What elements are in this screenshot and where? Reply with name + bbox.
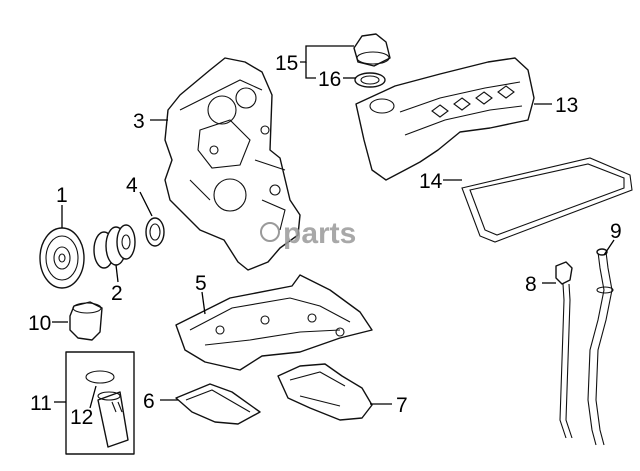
gear-icon [260,222,280,242]
callout-1: 1 [56,184,68,207]
callout-9: 9 [610,220,622,243]
timing-cover[interactable] [164,57,301,271]
callout-14: 14 [419,170,443,193]
callout-13: 13 [555,94,578,117]
oil-filter-kit[interactable] [65,351,135,455]
callout-numbers: 1 2 3 4 5 6 7 8 9 10 11 12 13 14 15 16 [28,52,622,429]
oil-filter-cap[interactable] [69,301,103,341]
splash-shield[interactable] [277,363,373,421]
callout-4: 4 [126,174,138,197]
leader-lines [52,45,615,409]
callout-5: 5 [195,272,207,295]
filler-cap-seal[interactable] [354,72,386,88]
oil-dipstick[interactable] [555,261,573,439]
valve-cover[interactable] [355,57,535,181]
watermark-text: parts [283,217,356,250]
callout-7: 7 [396,394,408,417]
crankshaft-pulley[interactable] [39,227,85,289]
callout-16: 16 [318,68,341,91]
oil-pan-lower[interactable] [175,383,261,425]
front-seal[interactable] [145,217,165,247]
valve-cover-gasket[interactable] [461,157,633,243]
oil-filler-cap[interactable] [353,33,391,67]
callout-12: 12 [70,406,93,429]
oil-pan-upper[interactable] [175,274,373,371]
callout-6: 6 [143,390,155,413]
balancer-sleeve[interactable] [93,224,136,269]
callout-15: 15 [275,52,298,75]
dipstick-tube[interactable] [587,248,614,446]
watermark: parts [260,217,356,250]
callout-3: 3 [133,110,145,133]
callout-8: 8 [525,273,537,296]
callout-2: 2 [111,282,123,305]
callout-10: 10 [28,312,51,335]
callout-11: 11 [30,392,52,415]
